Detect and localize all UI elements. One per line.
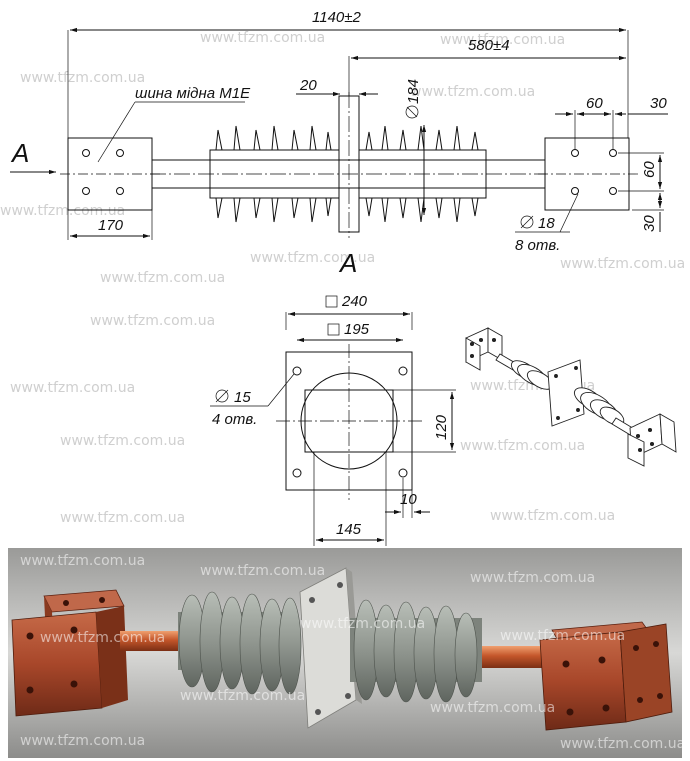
watermark: www.tfzm.com.ua xyxy=(40,630,165,646)
render-sheds-left xyxy=(178,591,302,695)
dim-hole-spacing-h: 60 xyxy=(586,95,603,112)
watermark: www.tfzm.com.ua xyxy=(200,30,325,46)
view-title: A xyxy=(338,248,357,278)
render-sheds-right xyxy=(350,599,482,703)
watermark: www.tfzm.com.ua xyxy=(470,570,595,586)
watermark: www.tfzm.com.ua xyxy=(0,203,125,219)
watermark: www.tfzm.com.ua xyxy=(560,736,685,752)
dim-flange-offset: 580±4 xyxy=(468,37,510,54)
watermark: www.tfzm.com.ua xyxy=(300,616,425,632)
render-photo: www.tfzm.com.ua www.tfzm.com.ua www.tfzm… xyxy=(8,548,685,758)
watermark: www.tfzm.com.ua xyxy=(200,563,325,579)
dim-flange-hole-diameter: 15 xyxy=(234,389,251,406)
watermark: www.tfzm.com.ua xyxy=(490,508,615,524)
dim-hole-count: 8 отв. xyxy=(515,237,560,254)
dim-flange-thickness: 20 xyxy=(299,77,317,94)
dim-flange-hole-spacing: 195 xyxy=(344,321,370,338)
dim-flange-edge: 10 xyxy=(400,491,417,508)
dim-edge-offset-v: 30 xyxy=(641,215,658,232)
side-view: 1140±2 580±4 20 184 xyxy=(10,9,668,278)
watermark: www.tfzm.com.ua xyxy=(430,700,555,716)
dim-flange-opening: 120 xyxy=(433,414,450,440)
dim-hole-diameter: 18 xyxy=(538,215,555,232)
dim-flange-size: 240 xyxy=(341,293,368,310)
watermark: www.tfzm.com.ua xyxy=(250,250,375,266)
watermark: www.tfzm.com.ua xyxy=(60,510,185,526)
watermark: www.tfzm.com.ua xyxy=(20,733,145,749)
dim-shed-diameter: 184 xyxy=(405,79,422,104)
watermark: www.tfzm.com.ua xyxy=(500,628,625,644)
watermark: www.tfzm.com.ua xyxy=(10,380,135,396)
flange-front-view: 240 195 120 10 145 15 xyxy=(210,293,456,546)
watermark: www.tfzm.com.ua xyxy=(560,256,685,272)
dim-bracket-length: 170 xyxy=(98,217,124,234)
dim-flange-hole-count: 4 отв. xyxy=(212,411,257,428)
view-arrow-label: A xyxy=(10,138,29,168)
dim-flange-center-offset: 145 xyxy=(336,521,362,538)
watermark: www.tfzm.com.ua xyxy=(460,438,585,454)
watermark: www.tfzm.com.ua xyxy=(20,553,145,569)
watermark: www.tfzm.com.ua xyxy=(100,270,225,286)
watermark: www.tfzm.com.ua xyxy=(440,32,565,48)
watermark: www.tfzm.com.ua xyxy=(90,313,215,329)
watermark: www.tfzm.com.ua xyxy=(410,84,535,100)
isometric-sketch xyxy=(465,327,677,467)
dim-end-offset: 30 xyxy=(650,95,667,112)
dim-overall-length: 1140±2 xyxy=(312,9,361,26)
watermark: www.tfzm.com.ua xyxy=(180,688,305,704)
watermark: www.tfzm.com.ua xyxy=(20,70,145,86)
watermark: www.tfzm.com.ua xyxy=(60,433,185,449)
dim-hole-spacing-v: 60 xyxy=(641,161,658,178)
bus-label: шина мідна М1Е xyxy=(135,85,251,102)
